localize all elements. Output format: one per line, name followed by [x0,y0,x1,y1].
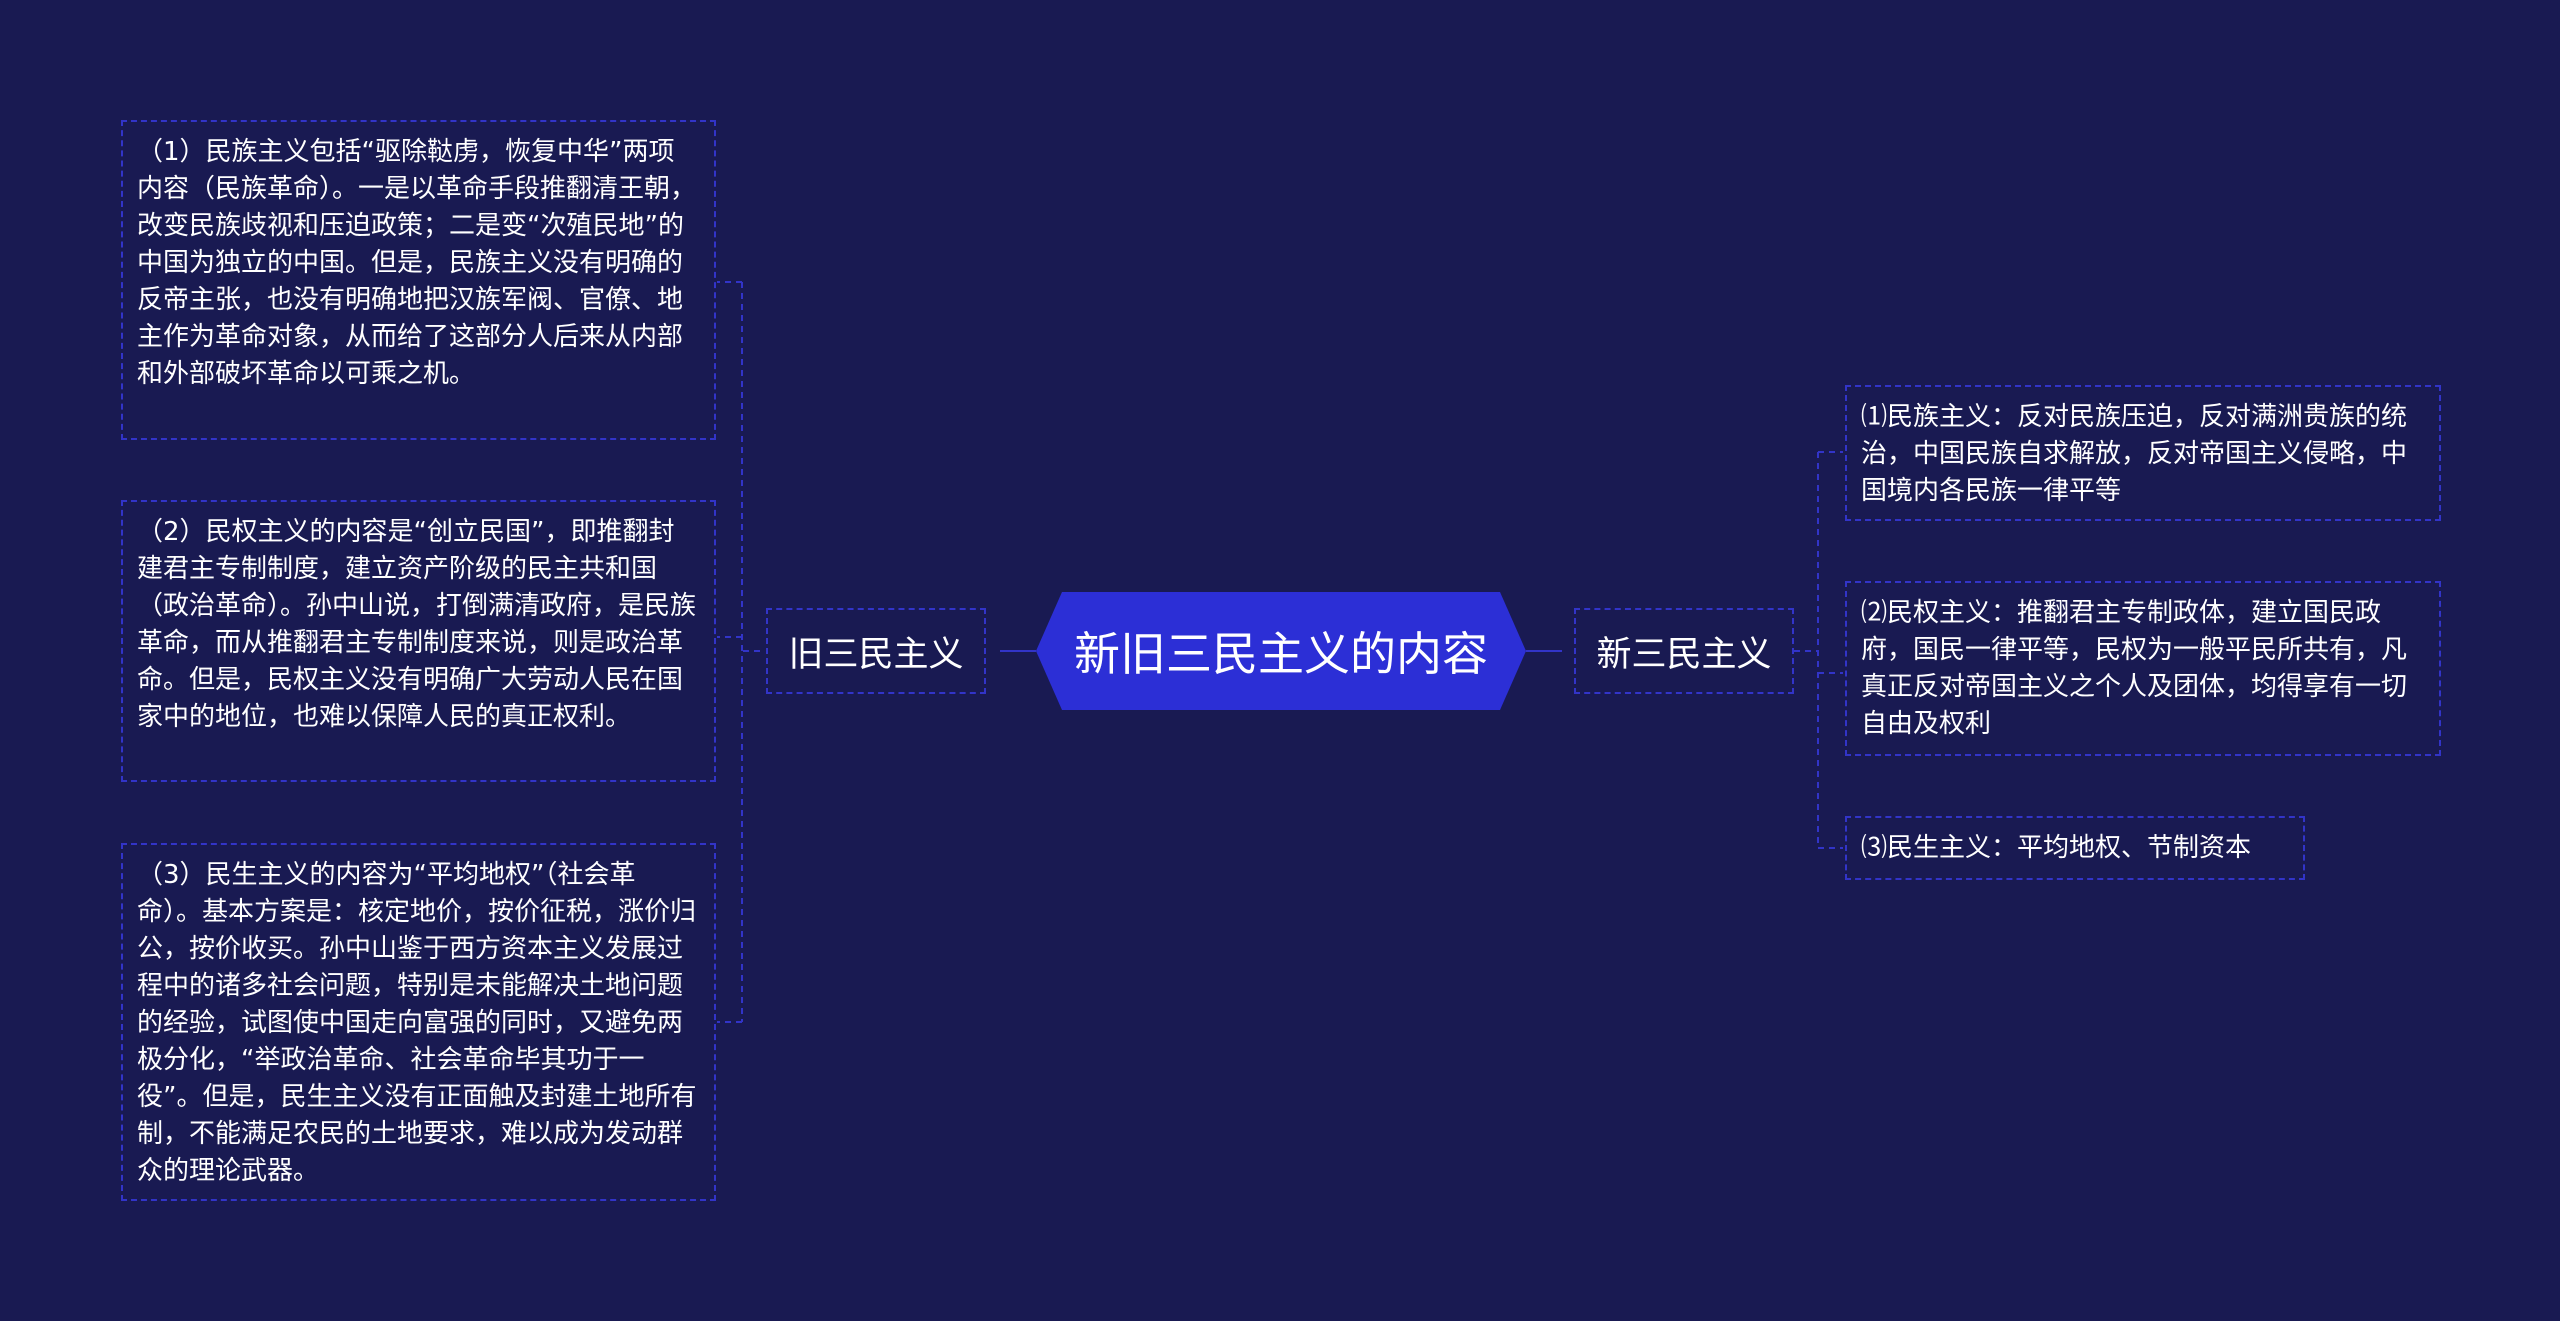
branch-new-three-principles[interactable]: 新三民主义 [1574,608,1794,694]
branch-old-three-principles[interactable]: 旧三民主义 [766,608,986,694]
root-hexagon-shape [1036,592,1526,710]
left-leaf-nationalism[interactable]: （1）民族主义包括“驱除鞑虏，恢复中华”两项内容（民族革命）。一是以革命手段推翻… [121,120,716,440]
branch-label: 新三民主义 [1596,634,1772,675]
root-label: 新旧三民主义的内容 [1074,627,1488,681]
right-leaf-nationalism[interactable]: ⑴民族主义：反对民族压迫，反对满洲贵族的统治，中国民族自求解放，反对帝国主义侵略… [1845,385,2441,521]
root-node[interactable]: 新旧三民主义的内容 [1036,592,1526,710]
right-leaf-democracy[interactable]: ⑵民权主义：推翻君主专制政体，建立国民政府，国民一律平等，民权为一般平民所共有，… [1845,581,2441,756]
left-leaf-democracy[interactable]: （2）民权主义的内容是“创立民国”，即推翻封建君主专制制度，建立资产阶级的民主共… [121,500,716,782]
branch-label: 旧三民主义 [788,634,964,675]
left-leaf-livelihood[interactable]: （3）民生主义的内容为“平均地权”（社会革命）。基本方案是：核定地价，按价征税，… [121,843,716,1201]
right-leaf-livelihood[interactable]: ⑶民生主义：平均地权、节制资本 [1845,816,2305,880]
